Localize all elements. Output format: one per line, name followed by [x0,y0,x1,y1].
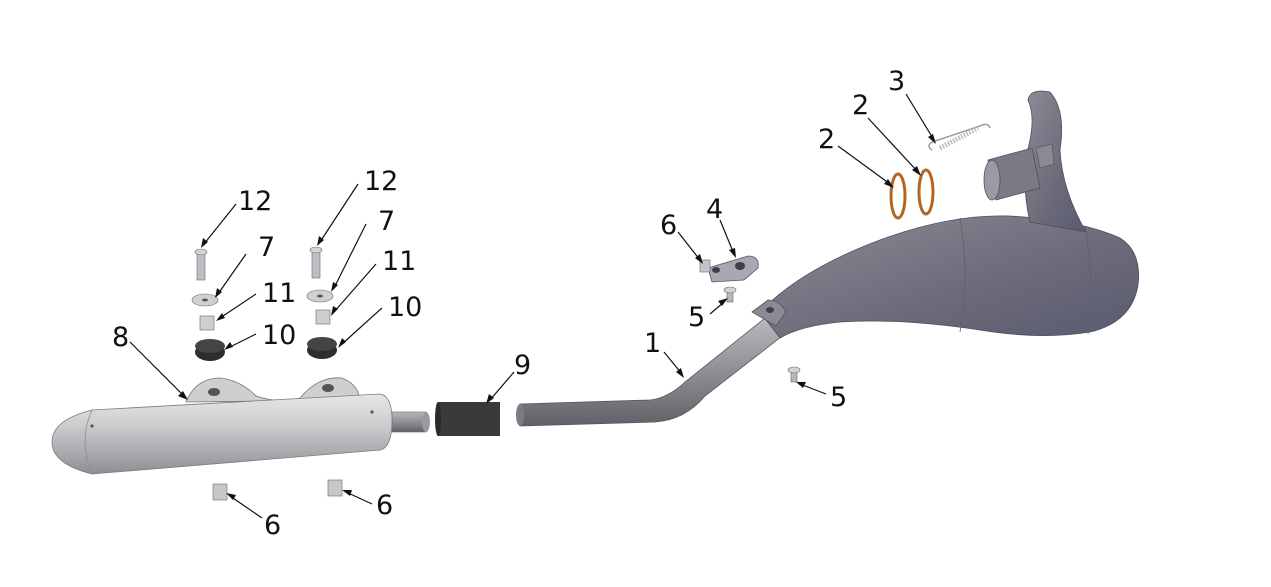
bracket-nut [699,259,711,273]
bolt-upper [723,286,737,303]
o-ring-pair [889,168,935,220]
header-pipe [516,90,1139,427]
callout-10a: 10 [262,320,296,351]
callout-2b: 2 [852,90,869,121]
mount-stack-right [306,246,343,497]
callout-7a: 7 [258,232,275,263]
callout-6c: 6 [376,490,393,521]
callout-9: 9 [514,350,531,381]
spring [928,123,991,151]
callout-1: 1 [644,328,661,359]
sleeve [435,402,500,436]
callout-2a: 2 [818,124,835,155]
callout-5b: 5 [830,382,847,413]
callout-11b: 11 [382,246,416,277]
mount-stack-left [191,248,228,501]
leader-lines [129,93,936,519]
bolt-lower [787,366,801,383]
callout-10b: 10 [388,292,422,323]
callout-12a: 12 [238,186,272,217]
silencer [51,377,430,475]
callout-7b: 7 [378,206,395,237]
callout-6a: 6 [660,210,677,241]
callout-12b: 12 [364,166,398,197]
callout-11a: 11 [262,278,296,309]
callout-4: 4 [706,194,723,225]
callout-3: 3 [888,66,905,97]
callout-6b: 6 [264,510,281,541]
bracket [707,255,759,283]
callout-8: 8 [112,322,129,353]
callout-labels: 1 2 2 3 4 5 5 6 6 6 7 7 8 9 10 10 11 11 … [112,66,905,541]
callout-5a: 5 [688,302,705,333]
